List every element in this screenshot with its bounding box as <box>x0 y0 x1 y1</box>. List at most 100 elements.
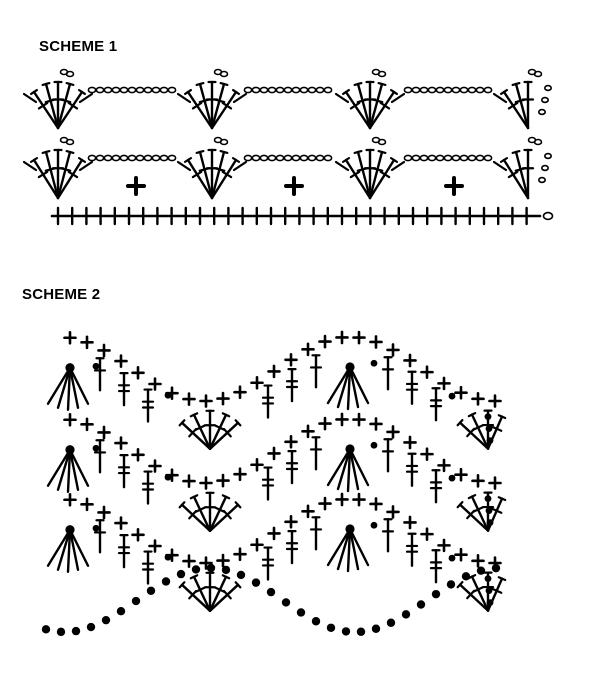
shell-fan <box>499 148 535 200</box>
treble-stitch-symbol <box>261 546 275 581</box>
fan-stitch-symbol <box>210 81 229 130</box>
single-crochet-symbol <box>369 417 383 431</box>
fan-stitch-symbol <box>29 88 60 130</box>
treble-stitch-symbol <box>93 519 107 554</box>
single-crochet-symbol <box>318 334 332 349</box>
single-crochet-symbol <box>114 516 128 530</box>
single-crochet-symbol <box>182 554 196 568</box>
single-crochet-symbol <box>284 176 304 196</box>
shell-fan <box>456 409 507 450</box>
fan-stitch-symbol <box>183 157 214 200</box>
treble-stitch-symbol <box>93 357 107 392</box>
single-crochet-symbol <box>318 496 332 511</box>
single-crochet-symbol <box>437 376 451 391</box>
fan-stitch-symbol <box>467 412 490 450</box>
treble-stitch-symbol <box>429 549 443 584</box>
trough-fan <box>326 444 370 493</box>
single-crochet-symbol <box>182 392 196 406</box>
shell-fan <box>178 409 242 451</box>
single-crochet-symbol <box>148 377 162 391</box>
treble-stitch-symbol <box>309 436 323 471</box>
chain-dots <box>92 359 456 400</box>
single-crochet-symbol <box>386 505 400 519</box>
single-crochet-symbol <box>97 343 111 358</box>
single-crochet-symbol <box>284 434 298 449</box>
foundation-row <box>50 206 554 226</box>
single-crochet-symbol <box>233 547 247 562</box>
fan-stitch-symbol <box>208 581 242 613</box>
chain-run <box>87 154 177 162</box>
single-crochet-symbol <box>420 365 434 379</box>
treble-stitch-symbol <box>141 550 155 585</box>
turning-chain <box>537 152 552 184</box>
fan-stitch-symbol <box>203 409 217 451</box>
fan-stitch-symbol <box>56 88 87 130</box>
scheme-2-chart <box>41 330 507 637</box>
shell-fan <box>183 80 241 130</box>
fan-stitch-symbol <box>210 88 241 130</box>
peak-fans <box>178 491 507 533</box>
fan-stitch-symbol <box>203 571 217 613</box>
single-crochet-symbol <box>444 176 464 196</box>
fan-stitch-symbol <box>189 412 212 451</box>
shell-fan <box>29 80 87 130</box>
treble-stitch-symbol <box>117 371 131 407</box>
fan-stitch-symbol <box>56 150 75 200</box>
trough-fan <box>46 445 90 493</box>
single-crochet-symbol <box>131 448 145 462</box>
treble-stitch-symbol <box>381 356 395 391</box>
single-crochet-symbol <box>148 459 162 473</box>
single-crochet-symbol <box>233 385 247 400</box>
single-crochet-symbol <box>182 474 196 488</box>
single-crochet-symbol <box>488 476 502 490</box>
post-stitches <box>93 516 443 585</box>
treble-stitch-symbol <box>405 370 419 405</box>
treble-stitch-symbol <box>429 469 443 504</box>
single-crochet-symbol <box>80 497 94 512</box>
single-crochet-symbol <box>131 528 145 542</box>
fan-stitch-symbol <box>521 80 535 130</box>
single-crochet-ridge <box>63 330 502 408</box>
fan-group <box>334 136 406 200</box>
single-crochet-symbol <box>420 447 434 461</box>
shell-fan <box>341 148 399 200</box>
trough-fan <box>326 524 370 573</box>
single-crochet-symbol <box>386 425 400 439</box>
shell-fan <box>178 491 242 533</box>
fan-group <box>22 68 94 130</box>
single-crochet-symbol <box>114 436 128 450</box>
treble-stitch-symbol <box>285 449 299 485</box>
single-crochet-symbol <box>80 335 94 350</box>
single-crochet-symbol <box>199 556 213 570</box>
treble-stitch-symbol <box>429 387 443 422</box>
single-crochet-symbol <box>131 366 145 380</box>
single-crochet-symbol <box>97 505 111 520</box>
single-crochet-symbol <box>80 417 94 432</box>
fan-stitch-symbol <box>368 88 399 130</box>
single-crochet-symbol <box>250 537 264 552</box>
fan-stitch-symbol <box>481 491 495 532</box>
fan-group <box>176 136 248 200</box>
trough-fans <box>46 444 370 493</box>
fan-stitch-symbol <box>56 157 87 200</box>
treble-stitch-symbol <box>141 470 155 505</box>
scheme-1-row-2 <box>22 68 552 130</box>
fan-stitch-symbol <box>368 150 387 200</box>
fan-stitch-symbol <box>210 157 241 200</box>
fan-stitch-symbol <box>499 157 530 200</box>
chain-dots <box>92 521 456 562</box>
single-crochet-symbol <box>63 330 77 345</box>
scheme-2-title: SCHEME 2 <box>22 286 101 303</box>
treble-stitch-symbol <box>381 518 395 553</box>
single-crochet-symbol <box>454 385 468 400</box>
single-crochet-ridge <box>63 492 502 570</box>
trough-fan <box>46 525 90 573</box>
fan-stitch-symbol <box>183 88 214 130</box>
scheme-1-chart <box>22 68 554 226</box>
fan-group <box>334 68 406 130</box>
single-crochet-symbol <box>199 476 213 490</box>
treble-stitch-symbol <box>405 532 419 567</box>
treble-stitch-symbol <box>309 354 323 389</box>
fan-stitch-symbol <box>210 150 229 200</box>
